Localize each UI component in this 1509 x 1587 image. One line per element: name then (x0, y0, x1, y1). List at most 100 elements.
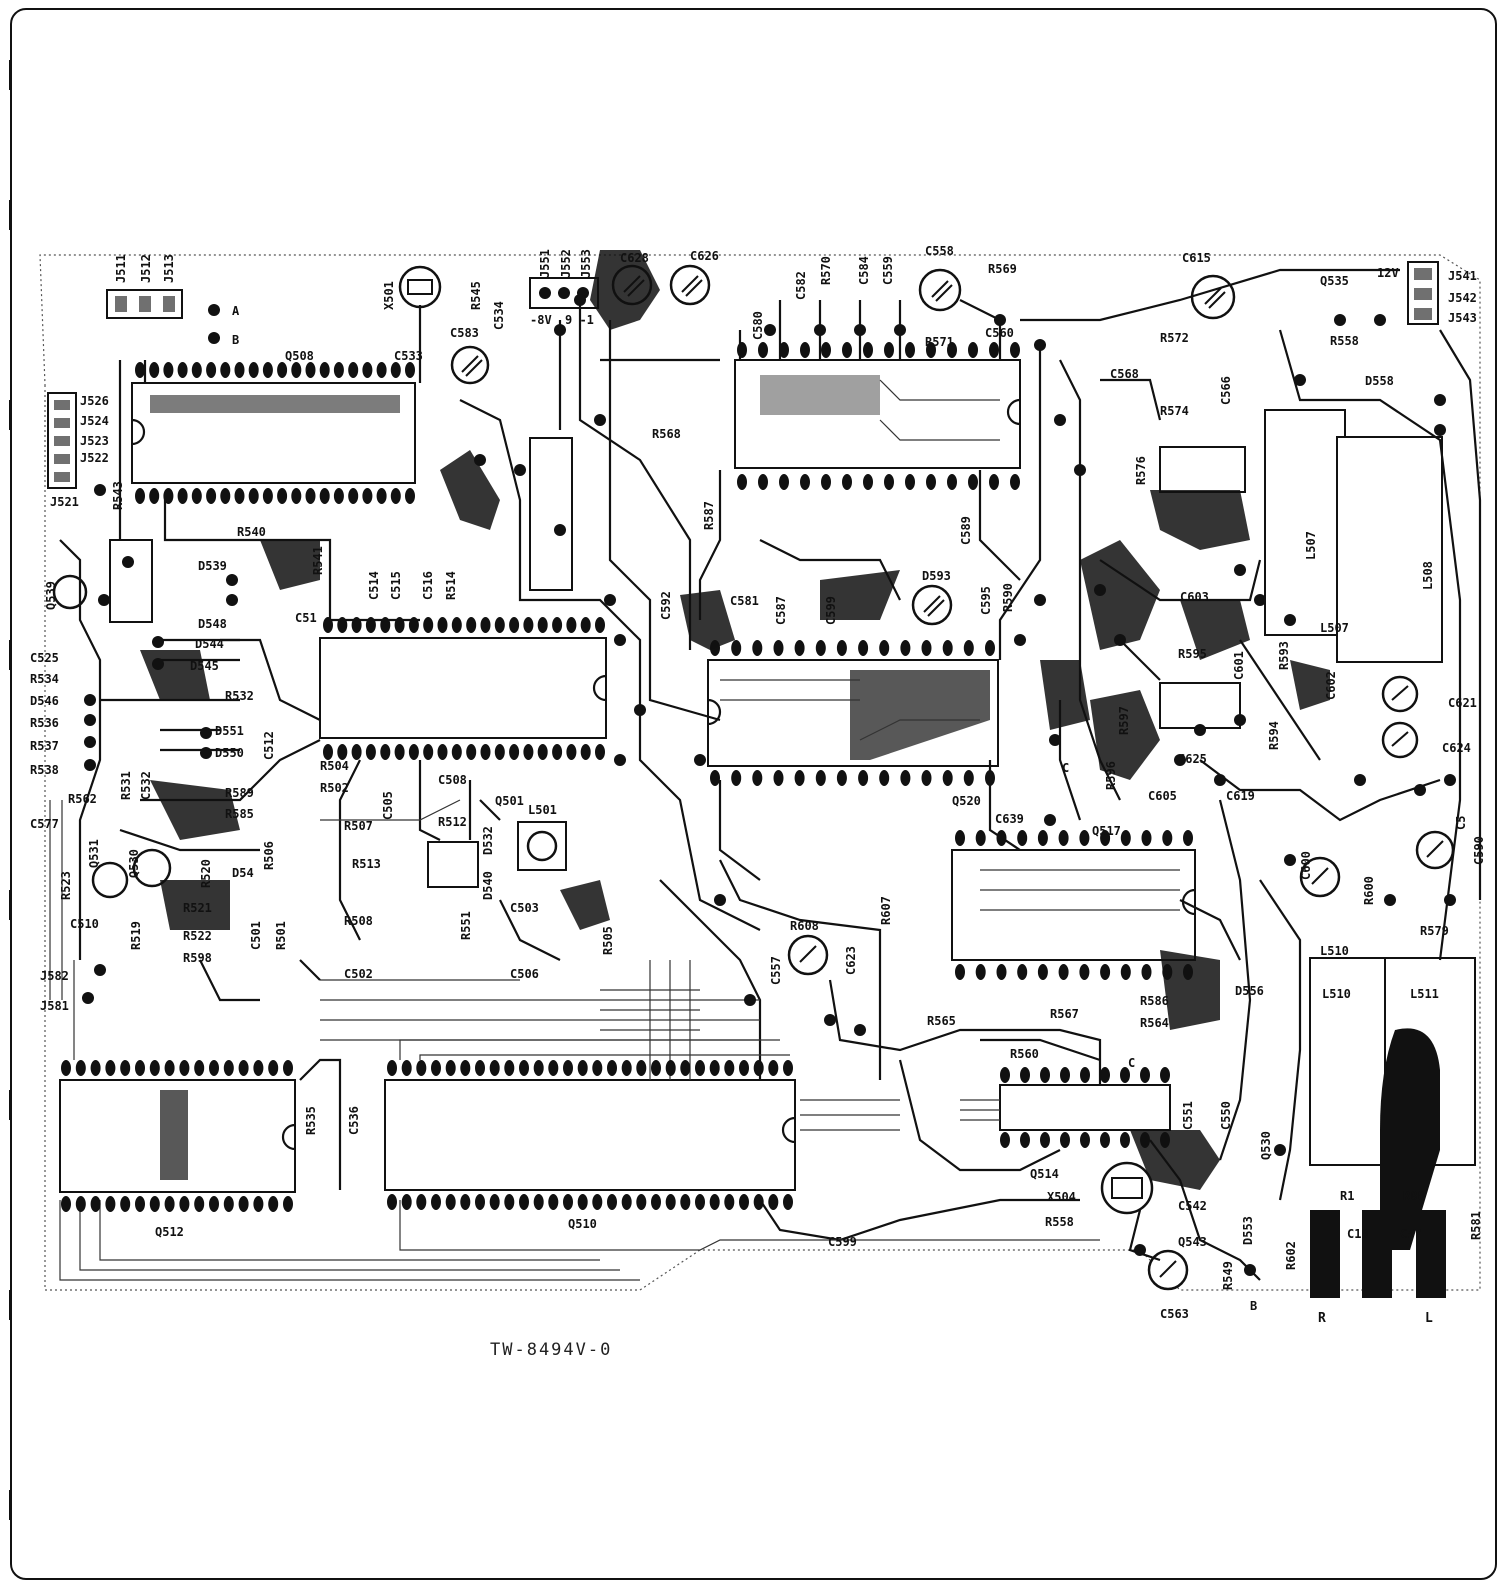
solder-pad (1414, 784, 1426, 796)
label-j526: J526 (80, 394, 109, 408)
solder-pad (1374, 314, 1386, 326)
pin-pad (607, 1060, 617, 1076)
solder-pad (814, 324, 826, 336)
label-r549: R549 (1221, 1261, 1235, 1290)
label-q514: Q514 (1030, 1167, 1059, 1181)
pin-pad (900, 640, 911, 656)
label-c503: C503 (510, 901, 539, 915)
solder-pad (614, 634, 626, 646)
pin-pad (879, 770, 890, 786)
pin-pad (537, 744, 548, 760)
pin-pad (758, 474, 768, 490)
pin-pad (135, 488, 145, 504)
label-j551: J551 (538, 249, 552, 278)
solder-pad (614, 754, 626, 766)
solder-pad (1254, 594, 1266, 606)
pin-pad (466, 744, 477, 760)
solder-pad (84, 736, 96, 748)
label-r522: R522 (183, 929, 212, 943)
pin-pad (968, 474, 978, 490)
pin-pad (842, 342, 852, 358)
label-j581: J581 (40, 999, 69, 1013)
pin-pad (821, 474, 831, 490)
ic-small-q502 (109, 539, 153, 623)
pin-pad (955, 830, 965, 846)
pin-pad (768, 1060, 779, 1076)
solder-pad (1434, 424, 1446, 436)
pin-pad (768, 1194, 779, 1210)
pin-pad (731, 640, 742, 656)
pin-pad (985, 770, 995, 786)
pin-pad (416, 1194, 427, 1210)
label-r581: R581 (1469, 1211, 1483, 1240)
pin-pad (348, 488, 359, 504)
pin-pad (163, 488, 174, 504)
pin-pad (431, 1194, 441, 1210)
pin-pad (179, 1060, 190, 1076)
pin-pad (61, 1196, 71, 1212)
pin-pad (90, 1196, 101, 1212)
label-j524: J524 (80, 414, 109, 428)
pin-pad (351, 617, 362, 633)
label-c580: C580 (751, 311, 765, 340)
pin-pad (61, 1060, 71, 1076)
pin-pad (475, 1194, 485, 1210)
label-c592: C592 (659, 591, 673, 620)
pin-pad (437, 744, 448, 760)
pin-pad (752, 640, 763, 656)
label-r538: R538 (30, 763, 59, 777)
label-r558: R558 (1330, 334, 1359, 348)
label-c583: C583 (450, 326, 479, 340)
drawing-number: TW-8494V-0 (490, 1340, 613, 1360)
pin-pad (863, 342, 873, 358)
label-c619: C619 (1226, 789, 1255, 803)
solder-pad (1194, 724, 1206, 736)
pin-pad (821, 342, 831, 358)
pin-pad (194, 1060, 205, 1076)
solder-pad (554, 324, 566, 336)
pin-pad (858, 770, 869, 786)
pin-pad (1040, 1132, 1050, 1148)
pin-pad (149, 362, 160, 378)
pin-pad (753, 1060, 764, 1076)
pin-pad (387, 1194, 397, 1210)
pin-pad (494, 744, 505, 760)
label-q517: Q517 (1092, 824, 1121, 838)
pin-pad (337, 617, 348, 633)
pin-pad (408, 617, 419, 633)
pin-pad (533, 1060, 544, 1076)
solder-pad (554, 524, 566, 536)
solder-pad (1274, 1144, 1286, 1156)
pin-pad (1017, 830, 1028, 846)
ic-small-q504 (529, 437, 573, 591)
pin-pad (1060, 1132, 1070, 1148)
pin-pad (1100, 1132, 1110, 1148)
label-c550: C550 (1219, 1101, 1233, 1130)
pin-pad (842, 474, 852, 490)
label-r587: R587 (702, 501, 716, 530)
label-d545: D545 (190, 659, 219, 673)
label-r504: R504 (320, 759, 349, 773)
ic-q501 (319, 637, 607, 739)
solder-pad (1074, 464, 1086, 476)
pin-pad (651, 1060, 661, 1076)
pin-pad (955, 964, 965, 980)
pin-pad (191, 488, 202, 504)
solder-pad (82, 992, 94, 1004)
solder-pad (84, 759, 96, 771)
pin-pad (234, 362, 245, 378)
label-r595: R595 (1178, 647, 1207, 661)
pin-pad (724, 1194, 735, 1210)
label-c542: C542 (1178, 1199, 1207, 1213)
label-l501: L501 (528, 803, 557, 817)
pin-pad (206, 488, 217, 504)
pin-pad (783, 1060, 793, 1076)
solder-regions (140, 250, 1330, 1190)
pin-pad (348, 362, 359, 378)
pin-pad (695, 1194, 705, 1210)
label-r593: R593 (1277, 641, 1291, 670)
pin-pad (319, 488, 330, 504)
pin-pad (863, 474, 873, 490)
solder-pad (200, 747, 212, 759)
